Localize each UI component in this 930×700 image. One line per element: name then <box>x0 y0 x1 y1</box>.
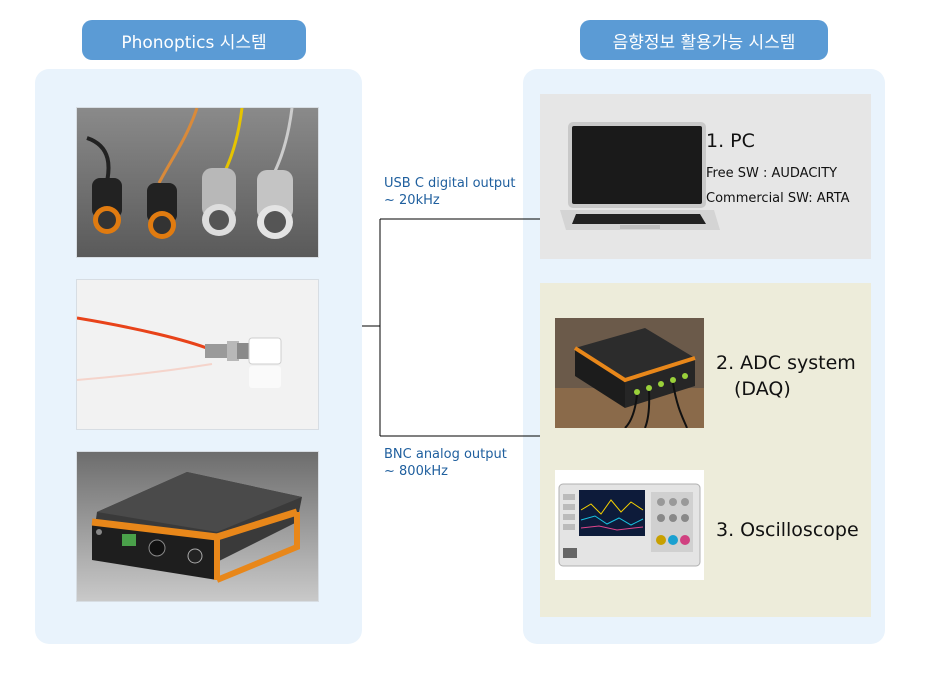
pc-title: 1. PC <box>706 130 755 152</box>
instruments-box: 2. ADC system (DAQ) 3. Oscilloscope <box>540 283 871 617</box>
laptop-photo <box>560 118 720 238</box>
fiber-optic-sensors-photo <box>76 107 319 258</box>
pc-commercial-software: Commercial SW: ARTA <box>706 191 850 206</box>
right-title-pill: 음향정보 활용가능 시스템 <box>580 20 828 60</box>
daq-title: 2. ADC system (DAQ) <box>716 350 856 402</box>
daq-title-line2: (DAQ) <box>734 378 791 400</box>
pc-box: 1. PC Free SW : AUDACITY Commercial SW: … <box>540 94 871 259</box>
left-title: Phonoptics 시스템 <box>121 32 267 53</box>
digital-output-type: USB C digital output <box>384 176 516 191</box>
digital-output-label: USB C digital output ~ 20kHz <box>384 175 515 209</box>
fiber-probe-photo <box>76 279 319 430</box>
digital-output-range: ~ 20kHz <box>384 193 440 208</box>
daq-title-line1: 2. ADC system <box>716 352 856 374</box>
interrogator-unit-photo <box>76 451 319 602</box>
oscilloscope-title: 3. Oscilloscope <box>716 519 859 541</box>
oscilloscope-photo <box>555 470 704 580</box>
analog-output-label: BNC analog output ~ 800kHz <box>384 446 507 480</box>
analog-output-type: BNC analog output <box>384 447 507 462</box>
left-title-pill: Phonoptics 시스템 <box>82 20 306 60</box>
pc-free-software: Free SW : AUDACITY <box>706 166 838 181</box>
right-title: 음향정보 활용가능 시스템 <box>612 32 796 53</box>
analog-output-range: ~ 800kHz <box>384 464 448 479</box>
daq-device-photo <box>555 318 704 429</box>
